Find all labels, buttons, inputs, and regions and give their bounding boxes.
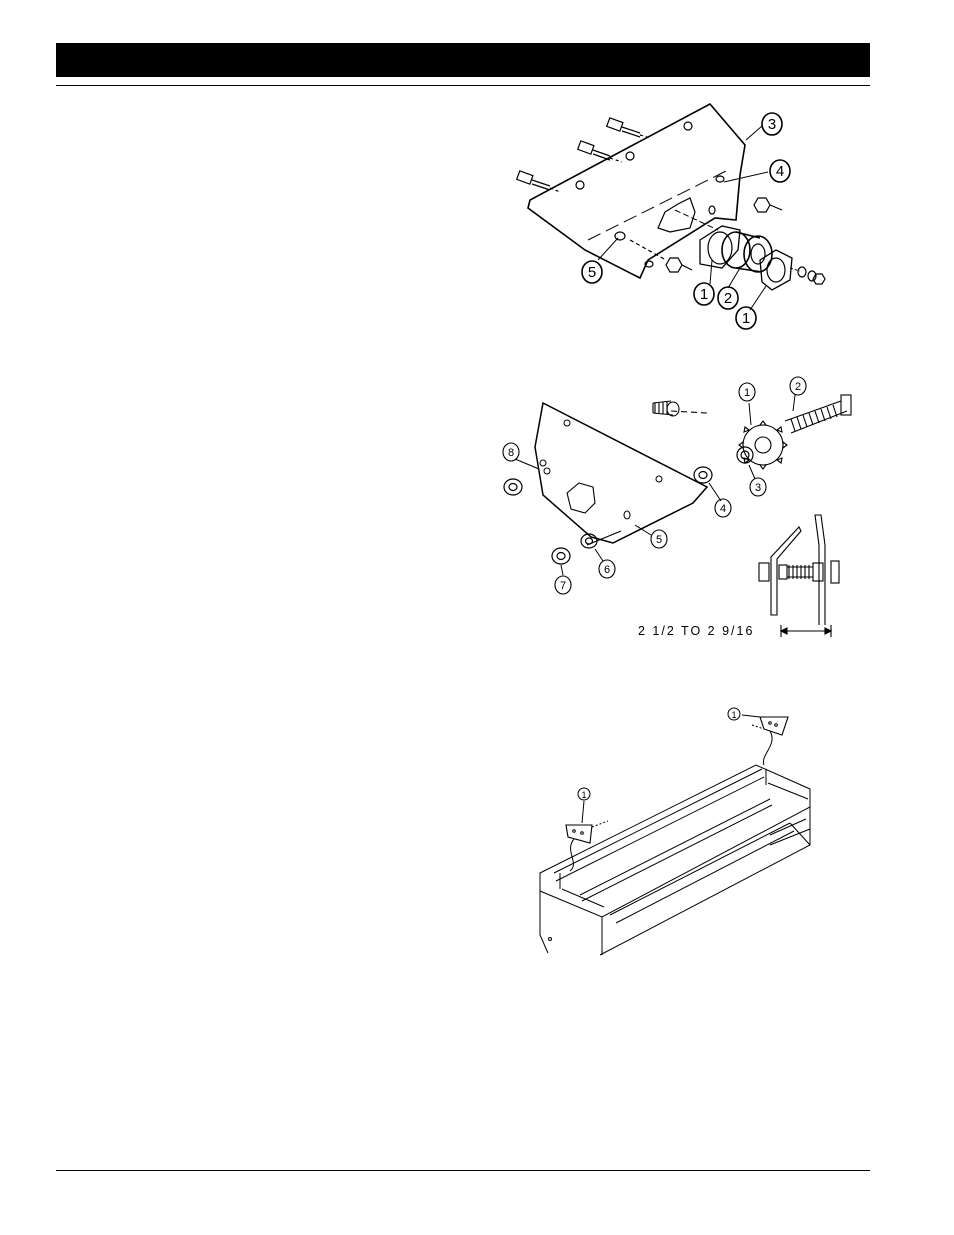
footer-rule bbox=[56, 1170, 870, 1171]
callout-3: 3 bbox=[755, 482, 761, 494]
callout-1: 1 bbox=[700, 286, 708, 303]
header-bar bbox=[56, 43, 870, 77]
callout-2: 2 bbox=[795, 381, 801, 393]
callout-1-left: 1 bbox=[581, 790, 586, 800]
callout-1-right: 1 bbox=[731, 710, 736, 720]
callout-4: 4 bbox=[776, 163, 784, 180]
figure-bearing-assembly: 3 4 5 1 2 1 bbox=[500, 100, 830, 340]
header-rule bbox=[56, 85, 870, 86]
callout-1: 1 bbox=[744, 387, 750, 399]
callout-5: 5 bbox=[588, 264, 596, 281]
callout-1-lower: 1 bbox=[742, 310, 750, 327]
callout-2: 2 bbox=[724, 290, 732, 307]
figure-hopper-assembly: 1 1 bbox=[520, 695, 830, 965]
callout-5: 5 bbox=[656, 534, 662, 546]
callout-8: 8 bbox=[508, 447, 514, 459]
callout-4: 4 bbox=[720, 503, 726, 515]
callout-7: 7 bbox=[560, 580, 566, 592]
callout-6: 6 bbox=[604, 564, 610, 576]
callout-3: 3 bbox=[768, 116, 776, 133]
figure-sprocket-assembly: 1 2 8 4 3 5 6 7 2 1/2 TO 2 9/16 bbox=[495, 375, 865, 650]
dimension-label: 2 1/2 TO 2 9/16 bbox=[638, 624, 754, 638]
